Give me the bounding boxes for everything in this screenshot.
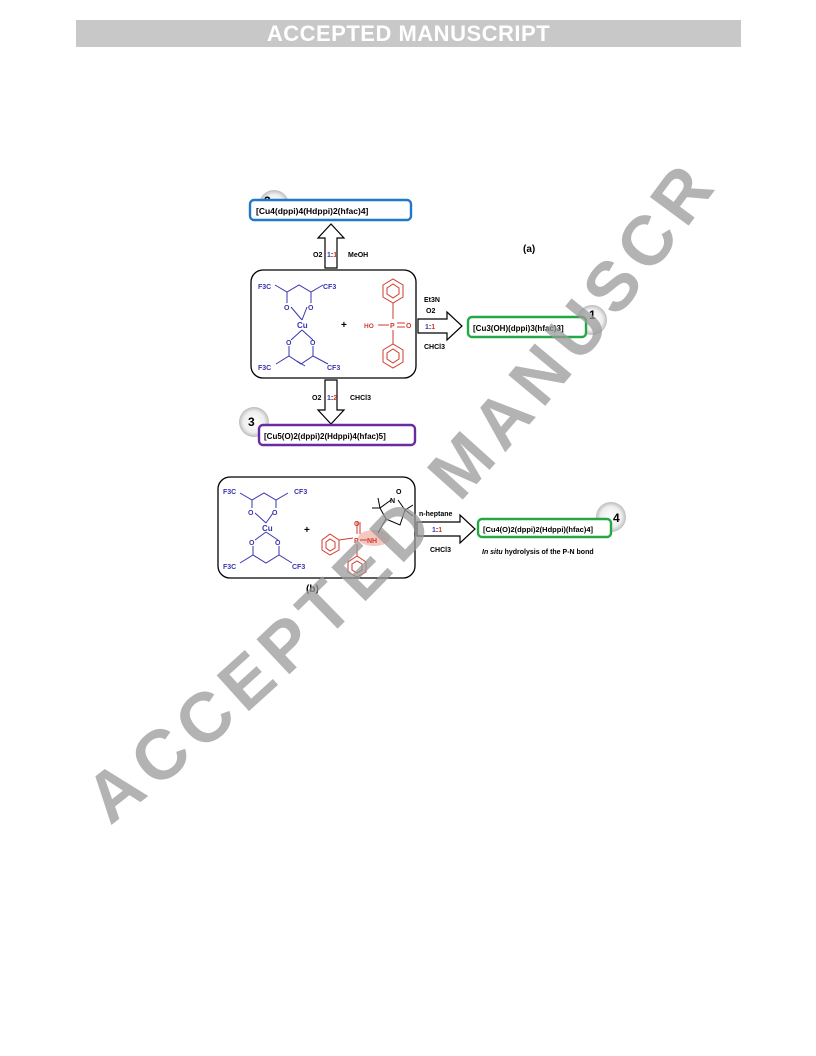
arrow-b: n-heptane 1:1 CHCl3 — [416, 511, 476, 554]
cf3-label-b1: CF3 — [294, 489, 307, 496]
product-1: 1 [Cu3(OH)(dppi)3(hfac)3] — [466, 305, 607, 339]
product-3-box — [257, 423, 417, 447]
arrow-down-reagent: O2 — [312, 395, 321, 402]
product-2: 2 [Cu4(dppi)4(Hdppi)2(hfac)4] — [248, 190, 413, 222]
arrow-right-solvent: CHCl3 — [424, 344, 445, 351]
f3c-label-a1: F3C — [258, 284, 271, 291]
scheme-b-label: (b) — [306, 584, 319, 595]
cf3-label-a2: CF3 — [327, 365, 340, 372]
product-4-formula: [Cu4(O)2(dppi)2(Hdppi)(hfac)4] — [483, 525, 593, 534]
product-4-number: 4 — [613, 511, 620, 525]
product-1-box — [466, 315, 588, 339]
o-label-b1: O — [248, 510, 254, 517]
o-label-b3: O — [249, 540, 255, 547]
arrow-right-ratio: 1:1 — [425, 324, 435, 331]
arrow-down-solvent: CHCl3 — [350, 395, 371, 402]
accepted-manuscript-banner: ACCEPTED MANUSCRIPT — [76, 20, 741, 47]
oxyl-o-label: O — [396, 489, 402, 496]
tempo-ring — [372, 497, 414, 534]
arrow-up-reagent: O2 — [313, 252, 322, 259]
nh-label: NH — [367, 538, 377, 545]
arrow-b-solvent-top: n-heptane — [419, 511, 453, 518]
phosphinic-amide-ligand — [321, 522, 367, 578]
o-label-a3: O — [286, 340, 292, 347]
o-label-a2: O — [308, 305, 314, 312]
product-4: 4 [Cu4(O)2(dppi)2(Hdppi)(hfac)4] — [476, 502, 626, 539]
o-label-ligand-a: O — [406, 323, 412, 330]
f3c-label-a2: F3C — [258, 365, 271, 372]
cu-label-a: Cu — [297, 321, 308, 330]
o-label-ligand-b: O — [354, 521, 360, 528]
arrow-up-ratio: 1:1 — [327, 252, 337, 259]
product-2-formula: [Cu4(dppi)4(Hdppi)2(hfac)4] — [256, 206, 369, 216]
cf3-label-a1: CF3 — [323, 284, 336, 291]
diphenylphosphinic-acid — [378, 278, 405, 369]
cu-hfac-complex-b — [239, 492, 293, 564]
arrow-up: O2 1:1 MeOH — [313, 223, 368, 269]
f3c-label-b2: F3C — [223, 564, 236, 571]
o-label-b4: O — [275, 540, 281, 547]
cu-hfac-complex-a — [274, 284, 329, 367]
product-3-number: 3 — [248, 415, 255, 429]
arrow-up-solvent: MeOH — [348, 252, 368, 259]
arrow-b-solvent-bottom: CHCl3 — [430, 547, 451, 554]
product-3-formula: [Cu5(O)2(dppi)2(Hdppi)4(hfac)5] — [264, 432, 386, 441]
o-label-a4: O — [310, 340, 316, 347]
n-label: N — [390, 498, 395, 505]
arrow-right-base: Et3N — [424, 297, 440, 304]
p-label-b: P — [354, 538, 359, 545]
p-label-a: P — [390, 323, 395, 330]
plus-b: + — [304, 525, 310, 536]
f3c-label-b1: F3C — [223, 489, 236, 496]
o-label-b2: O — [272, 510, 278, 517]
arrow-right: Et3N O2 1:1 CHCl3 — [417, 297, 463, 351]
cu-label-b: Cu — [262, 524, 273, 533]
plus-a: + — [341, 320, 347, 331]
reactant-box-b — [217, 476, 416, 579]
product-1-formula: [Cu3(OH)(dppi)3(hfac)3] — [473, 324, 564, 333]
cf3-label-b2: CF3 — [292, 564, 305, 571]
product-3: 3 [Cu5(O)2(dppi)2(Hdppi)4(hfac)5] — [239, 407, 417, 447]
hydrolysis-note: In situ hydrolysis of the P-N bond — [482, 549, 594, 556]
product-2-box — [248, 198, 413, 222]
scheme-a-label: (a) — [523, 244, 535, 255]
reactant-box-a — [250, 269, 417, 379]
product-1-number: 1 — [589, 308, 596, 322]
arrow-down-ratio: 1:2 — [327, 395, 337, 402]
arrow-b-ratio: 1:1 — [432, 527, 442, 534]
product-4-box — [476, 517, 613, 539]
arrow-right-oxidant: O2 — [426, 308, 435, 315]
arrow-down: O2 1:2 CHCl3 — [312, 379, 371, 425]
nh-highlight — [358, 530, 390, 546]
o-label-a1: O — [284, 305, 290, 312]
ho-label: HO — [364, 323, 374, 330]
